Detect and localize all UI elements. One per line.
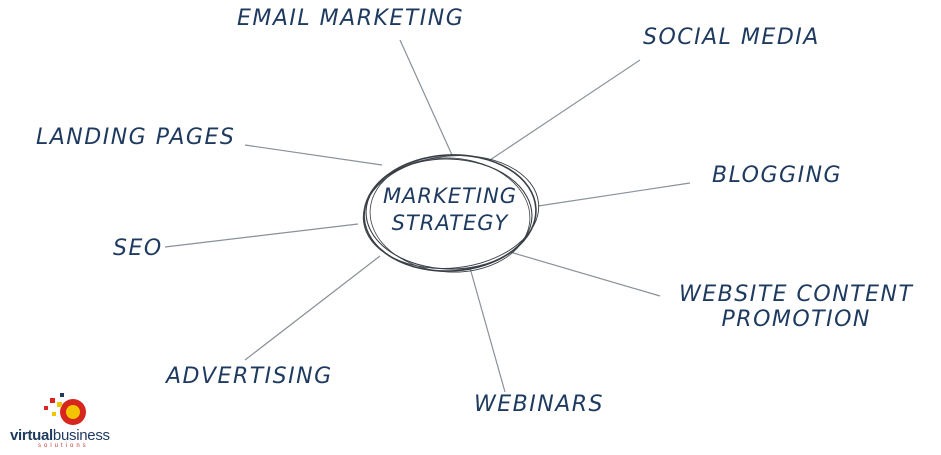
node-website-content-line-1: WEBSITE CONTENT: [679, 282, 914, 307]
connector-website-content: [509, 251, 661, 297]
connector-webinars: [469, 267, 506, 393]
node-website-content-line-2: PROMOTION: [721, 307, 871, 333]
logo-subtitle: solutions: [38, 443, 89, 449]
node-advertising: ADVERTISING: [166, 364, 333, 389]
node-website-content-promotion: WEBSITE CONTENT PROMOTION: [679, 282, 913, 333]
node-landing-pages: LANDING PAGES: [36, 125, 236, 150]
node-email-marketing: EMAIL MARKETING: [237, 6, 465, 31]
node-social-media: SOCIAL MEDIA: [643, 25, 820, 50]
connector-blogging: [537, 182, 691, 207]
node-seo: SEO: [113, 236, 163, 261]
logo-mark-icon: [44, 393, 86, 425]
connector-seo: [164, 223, 359, 248]
logo-wordmark: virtualbusiness: [10, 427, 110, 444]
connector-advertising: [244, 255, 381, 361]
center-node-label: MARKETING STRATEGY: [365, 183, 535, 238]
center-line-2: STRATEGY: [391, 211, 509, 236]
logo-word-2: business: [52, 427, 110, 444]
node-blogging: BLOGGING: [712, 163, 843, 188]
center-line-1: MARKETING: [382, 184, 518, 208]
connector-social-media: [489, 59, 641, 161]
center-ellipse: [362, 154, 540, 273]
node-webinars: WEBINARS: [474, 392, 604, 417]
connector-email-marketing: [399, 39, 453, 156]
company-logo: virtualbusiness solutions: [10, 390, 135, 450]
logo-word-1: virtual: [10, 427, 53, 444]
connector-landing-pages: [244, 144, 383, 166]
